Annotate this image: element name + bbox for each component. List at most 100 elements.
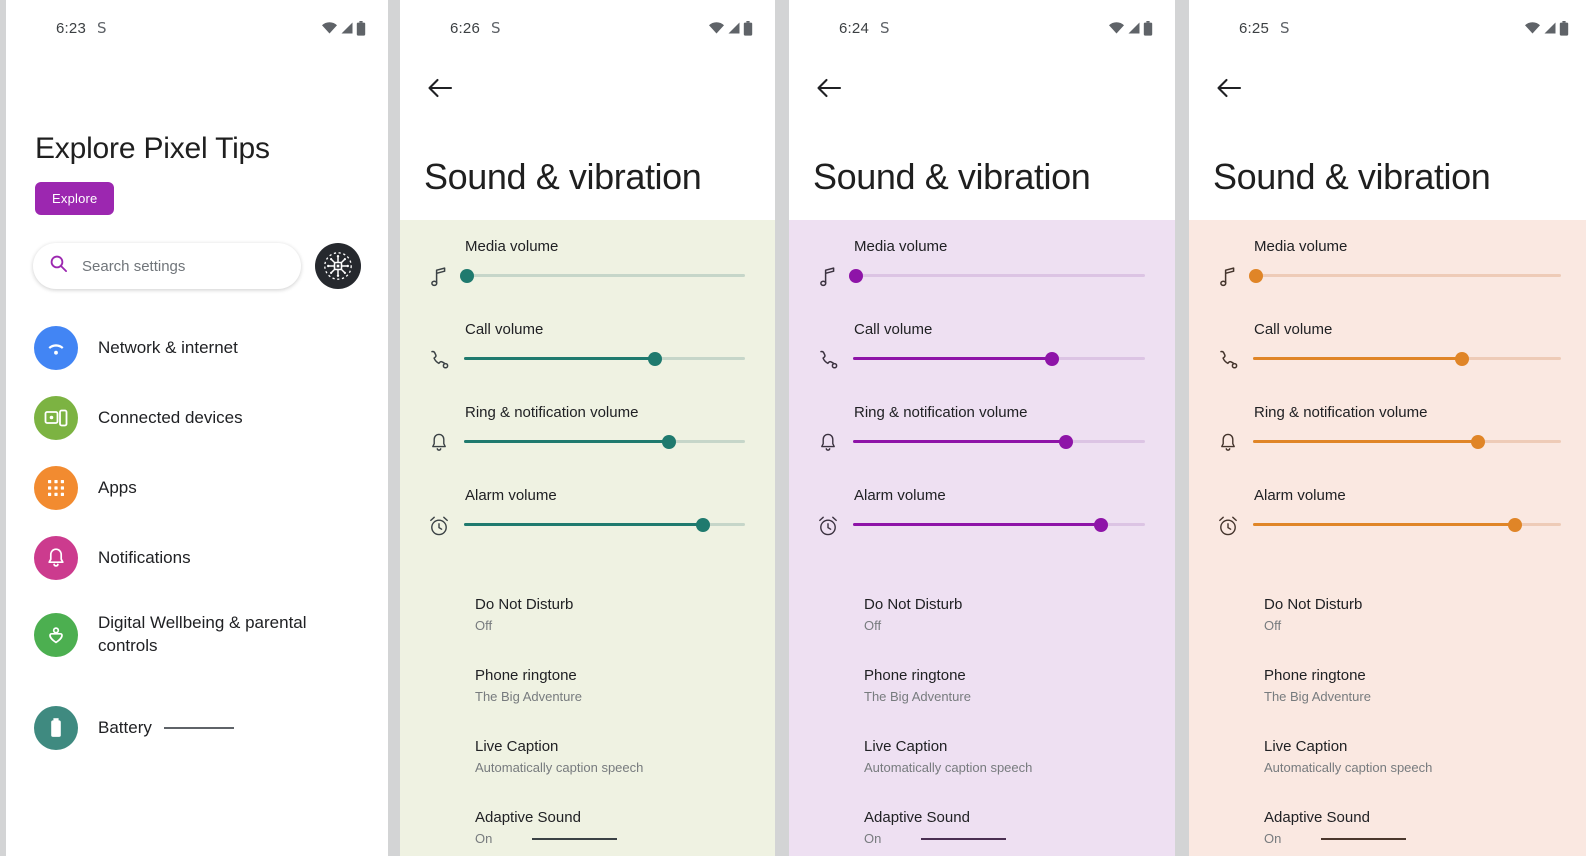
slider-knob[interactable] xyxy=(1044,351,1059,366)
list-item-title: Adaptive Sound xyxy=(864,809,970,826)
list-item-subtitle-text: On xyxy=(1264,831,1282,846)
slider-label: Media volume xyxy=(1254,238,1348,255)
status-bar: 6:23 S xyxy=(6,0,388,56)
screenshot-glyph-icon: S xyxy=(880,19,890,37)
slider-knob[interactable] xyxy=(662,434,677,449)
back-button[interactable] xyxy=(1189,56,1586,120)
slider-track[interactable] xyxy=(853,434,1145,449)
slider-knob[interactable] xyxy=(1249,268,1264,283)
slider-ring-notification-volume[interactable]: Ring & notification volume xyxy=(400,404,775,487)
slider-track[interactable] xyxy=(1253,351,1561,366)
slider-track[interactable] xyxy=(848,268,1145,283)
slider-knob[interactable] xyxy=(459,268,474,283)
battery-icon xyxy=(356,20,366,36)
back-button[interactable] xyxy=(400,56,775,120)
list-item-phone-ringtone[interactable]: Phone ringtone The Big Adventure xyxy=(1189,667,1586,738)
list-item-title: Adaptive Sound xyxy=(1264,809,1370,826)
slider-track[interactable] xyxy=(464,434,745,449)
slider-media-volume[interactable]: Media volume xyxy=(1189,238,1586,321)
list-item-adaptive-sound[interactable]: Adaptive Sound On xyxy=(789,809,1175,856)
list-item-subtitle: The Big Adventure xyxy=(864,689,971,704)
slider-call-volume[interactable]: Call volume xyxy=(1189,321,1586,404)
slider-fill xyxy=(464,523,703,526)
slider-alarm-volume[interactable]: Alarm volume xyxy=(400,487,775,570)
back-arrow-icon xyxy=(427,77,453,99)
panel-gutter xyxy=(775,0,789,856)
list-item-title: Do Not Disturb xyxy=(1264,596,1363,613)
list-item-adaptive-sound[interactable]: Adaptive Sound On xyxy=(1189,809,1586,856)
sidebar-item-connected-devices[interactable]: Connected devices xyxy=(6,383,388,453)
slider-track[interactable] xyxy=(853,517,1145,532)
value-redaction xyxy=(921,837,1007,840)
sidebar-item-label: Battery xyxy=(98,717,234,740)
screenshot-glyph-icon: S xyxy=(1280,19,1290,37)
slider-media-volume[interactable]: Media volume xyxy=(789,238,1175,321)
header-spacer xyxy=(6,56,388,132)
search-input[interactable]: Search settings xyxy=(33,243,301,289)
list-item-live-caption[interactable]: Live Caption Automatically caption speec… xyxy=(1189,738,1586,809)
slider-label: Call volume xyxy=(854,321,933,338)
alarm-clock-icon xyxy=(803,487,853,537)
sidebar-item-label: Connected devices xyxy=(98,407,243,427)
sound-settings-body: Media volume Call volume xyxy=(789,220,1175,856)
page-title: Sound & vibration xyxy=(789,156,1175,198)
slider-call-volume[interactable]: Call volume xyxy=(789,321,1175,404)
slider-media-volume[interactable]: Media volume xyxy=(400,238,775,321)
list-item-do-not-disturb[interactable]: Do Not Disturb Off xyxy=(1189,596,1586,667)
slider-knob[interactable] xyxy=(648,351,663,366)
slider-body: Media volume xyxy=(459,238,775,283)
list-item-title: Do Not Disturb xyxy=(864,596,963,613)
explore-button[interactable]: Explore xyxy=(35,182,115,215)
list-item-phone-ringtone[interactable]: Phone ringtone The Big Adventure xyxy=(789,667,1175,738)
slider-knob[interactable] xyxy=(1455,351,1470,366)
list-item-phone-ringtone[interactable]: Phone ringtone The Big Adventure xyxy=(400,667,775,738)
slider-ring-notification-volume[interactable]: Ring & notification volume xyxy=(1189,404,1586,487)
sound-settings-body: Media volume Call volume xyxy=(1189,220,1586,856)
page-title: Explore Pixel Tips xyxy=(35,132,270,165)
slider-knob[interactable] xyxy=(695,517,710,532)
account-avatar[interactable] xyxy=(315,243,361,289)
sidebar-item-notifications[interactable]: Notifications xyxy=(6,523,388,593)
slider-track[interactable] xyxy=(853,351,1145,366)
list-item-do-not-disturb[interactable]: Do Not Disturb Off xyxy=(789,596,1175,667)
list-item-live-caption[interactable]: Live Caption Automatically caption speec… xyxy=(400,738,775,809)
slider-fill xyxy=(1253,357,1463,360)
slider-alarm-volume[interactable]: Alarm volume xyxy=(789,487,1175,570)
list-item-live-caption[interactable]: Live Caption Automatically caption speec… xyxy=(789,738,1175,809)
slider-knob[interactable] xyxy=(848,268,863,283)
list-item-subtitle: On xyxy=(864,831,1175,846)
slider-track[interactable] xyxy=(1253,517,1561,532)
slider-track[interactable] xyxy=(1253,434,1561,449)
slider-knob[interactable] xyxy=(1094,517,1109,532)
slider-call-volume[interactable]: Call volume xyxy=(400,321,775,404)
slider-fill xyxy=(853,440,1067,443)
status-bar-right xyxy=(1108,20,1153,36)
slider-track[interactable] xyxy=(1249,268,1561,283)
phone-panel-sound-vibration-orange: 6:25 S Sound & vibration Med xyxy=(1189,0,1586,856)
slider-track[interactable] xyxy=(459,268,745,283)
title-spacer xyxy=(789,120,1175,156)
sidebar-item-digital-wellbeing[interactable]: Digital Wellbeing & parental controls xyxy=(6,593,388,677)
slider-knob[interactable] xyxy=(1507,517,1522,532)
slider-track[interactable] xyxy=(464,351,745,366)
bell-icon xyxy=(1203,404,1253,454)
sidebar-item-apps[interactable]: Apps xyxy=(6,453,388,523)
slider-body: Media volume xyxy=(1249,238,1586,283)
slider-label: Alarm volume xyxy=(854,487,946,504)
slider-ring-notification-volume[interactable]: Ring & notification volume xyxy=(789,404,1175,487)
sidebar-item-network-internet[interactable]: Network & internet xyxy=(6,313,388,383)
alarm-clock-icon xyxy=(1203,487,1253,537)
signal-icon xyxy=(1543,21,1557,35)
list-item-subtitle: Automatically caption speech xyxy=(1264,760,1433,775)
slider-track[interactable] xyxy=(464,517,745,532)
slider-knob[interactable] xyxy=(1059,434,1074,449)
panel-gutter xyxy=(1175,0,1189,856)
list-item-do-not-disturb[interactable]: Do Not Disturb Off xyxy=(400,596,775,667)
battery-value-redaction xyxy=(163,726,234,729)
back-button[interactable] xyxy=(789,56,1175,120)
list-item-subtitle: The Big Adventure xyxy=(1264,689,1371,704)
slider-knob[interactable] xyxy=(1470,434,1485,449)
list-item-adaptive-sound[interactable]: Adaptive Sound On xyxy=(400,809,775,856)
sidebar-item-battery[interactable]: Battery xyxy=(6,693,388,763)
slider-alarm-volume[interactable]: Alarm volume xyxy=(1189,487,1586,570)
